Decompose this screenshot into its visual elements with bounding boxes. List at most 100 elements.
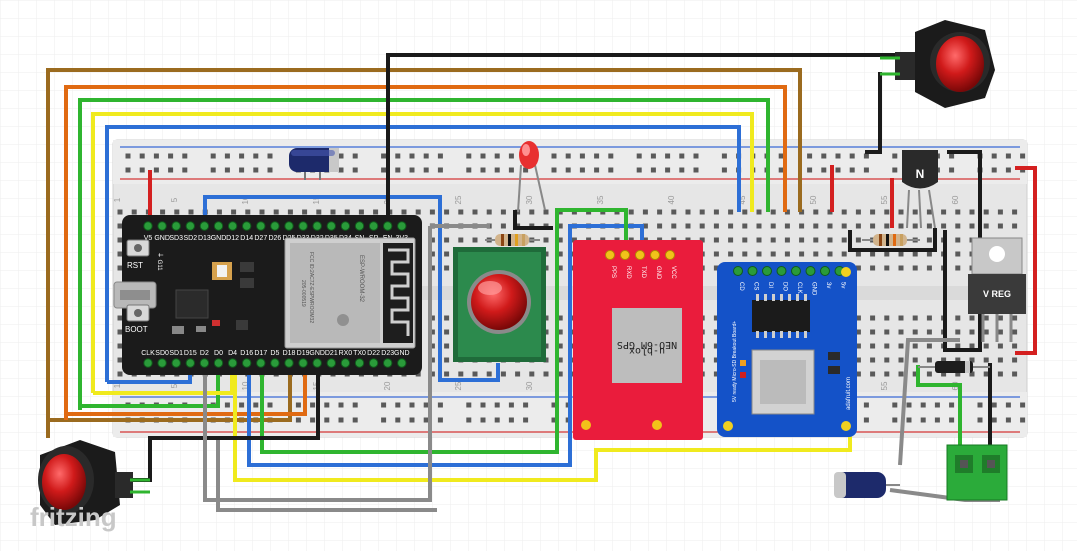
wire-blue-gps	[247, 224, 644, 467]
push-button-bottom-left[interactable]	[38, 440, 150, 525]
column-number-top: 55	[880, 195, 889, 204]
column-number-top: 1	[113, 197, 122, 202]
resistor-right	[862, 234, 920, 246]
esp32-pin-label: D14	[240, 235, 253, 242]
wire-yellow-sd	[233, 360, 852, 482]
esp32-pin	[298, 358, 308, 368]
column-number-top: 60	[951, 195, 960, 204]
sd-pin	[762, 266, 772, 276]
column-number-bottom: 10	[241, 381, 250, 390]
esp32-pin-label: D26	[268, 235, 281, 242]
wire-orange	[64, 85, 787, 420]
column-number-bottom: 1	[113, 383, 122, 388]
esp32-pin-label: D15	[184, 350, 197, 357]
sd-pin	[791, 266, 801, 276]
column-number-top: 5	[170, 197, 179, 202]
gps-pin-label: GND	[655, 266, 661, 280]
esp32-pin-label: D22	[367, 350, 380, 357]
esp32-pin-label: SD3	[169, 235, 183, 242]
wire-brown	[46, 68, 802, 438]
column-number-top: 35	[596, 195, 605, 204]
esp32-pin-label: CLK	[141, 350, 155, 357]
sd-brand: adafruit.com	[846, 377, 852, 410]
electrolytic-capacitor-bottom	[834, 472, 900, 498]
esp32-pin	[397, 221, 407, 231]
esp32-pin-label: D2	[200, 350, 209, 357]
wires	[46, 53, 1037, 512]
sd-side-text: 5V ready Micro-SD Breakout Board+	[732, 321, 738, 402]
gps-pin-label: VCC	[670, 266, 676, 279]
esp32-pin-label: D23	[381, 350, 394, 357]
wire-blue	[105, 125, 741, 382]
npn-transistor: N	[902, 150, 938, 229]
rst-label: RST	[127, 261, 143, 270]
sd-pin-label: GND	[811, 282, 817, 296]
gps-pin	[650, 250, 660, 260]
column-number-top: 30	[525, 195, 534, 204]
gps-pin	[605, 250, 615, 260]
esp32-pin-label: GND	[394, 350, 410, 357]
esp32-pin-label: GND	[154, 235, 170, 242]
esp32-pin-label: GND	[309, 350, 325, 357]
esp32-pin	[326, 358, 336, 368]
esp32-pin	[284, 358, 294, 368]
column-number-top: 40	[667, 195, 676, 204]
esp32-pin-label: D21	[325, 350, 338, 357]
esp32-pin	[199, 221, 210, 231]
wire-green-diode	[916, 365, 962, 465]
gps-pin	[635, 250, 645, 260]
esp32-pin	[354, 358, 365, 368]
g11-label: ⏚ G11	[156, 252, 163, 271]
gps-label-line2: u-blox	[629, 345, 665, 356]
sd-pin	[820, 266, 830, 276]
wire-gray-2	[216, 440, 437, 512]
wire-gray-1	[203, 226, 432, 502]
tactile-push-button[interactable]	[453, 247, 546, 362]
sd-pin-label: DI	[767, 282, 773, 288]
esp32-pin	[185, 358, 196, 368]
wire-black-top	[386, 53, 910, 226]
sd-pin-label: DO	[782, 282, 788, 291]
column-number-bottom: 30	[525, 381, 534, 390]
esp32-pin	[227, 221, 238, 231]
esp32-pin	[368, 358, 379, 368]
sd-pin	[805, 266, 816, 276]
regulator-label: V REG	[983, 289, 1011, 299]
esp32-pin	[340, 221, 351, 231]
esp32-pin	[185, 221, 196, 231]
wire-black-right	[943, 150, 982, 352]
esp32-pin-label: D13	[198, 235, 211, 242]
esp32-pin-label: SD1	[169, 350, 183, 357]
boot-label: BOOT	[125, 325, 148, 334]
sd-pin-label: 3v	[825, 282, 831, 288]
esp32-pin	[256, 221, 266, 231]
esp32-pin	[340, 358, 351, 368]
column-number-top: 50	[809, 195, 818, 204]
esp32-pin	[242, 221, 252, 231]
gps-pin-label: RXD	[625, 266, 631, 279]
esp32-pin-label: D12	[226, 235, 239, 242]
wire-green	[78, 98, 770, 410]
esp32-pin	[199, 358, 210, 368]
wire-orange-2	[66, 360, 307, 416]
esp32-pin	[270, 221, 280, 231]
esp32-pin-label: D27	[254, 235, 267, 242]
sd-pin-label: CLK	[796, 282, 802, 294]
diode	[918, 361, 990, 373]
esp32-pin-label: D4	[228, 350, 237, 357]
wire-brown-2	[48, 360, 292, 422]
esp32-pin	[368, 221, 379, 231]
wire-yellow	[91, 112, 754, 393]
fritzing-watermark: fritzing	[30, 502, 117, 532]
esp32-pin	[157, 358, 167, 368]
terminal-block	[946, 444, 1008, 501]
red-led	[517, 141, 546, 213]
push-button-top-right[interactable]	[880, 20, 995, 108]
esp32-pin	[171, 221, 181, 231]
esp32-pin	[256, 358, 266, 368]
gps-pin-label: PPS	[610, 266, 616, 278]
esp32-pin	[354, 221, 365, 231]
esp32-pin	[157, 221, 167, 231]
